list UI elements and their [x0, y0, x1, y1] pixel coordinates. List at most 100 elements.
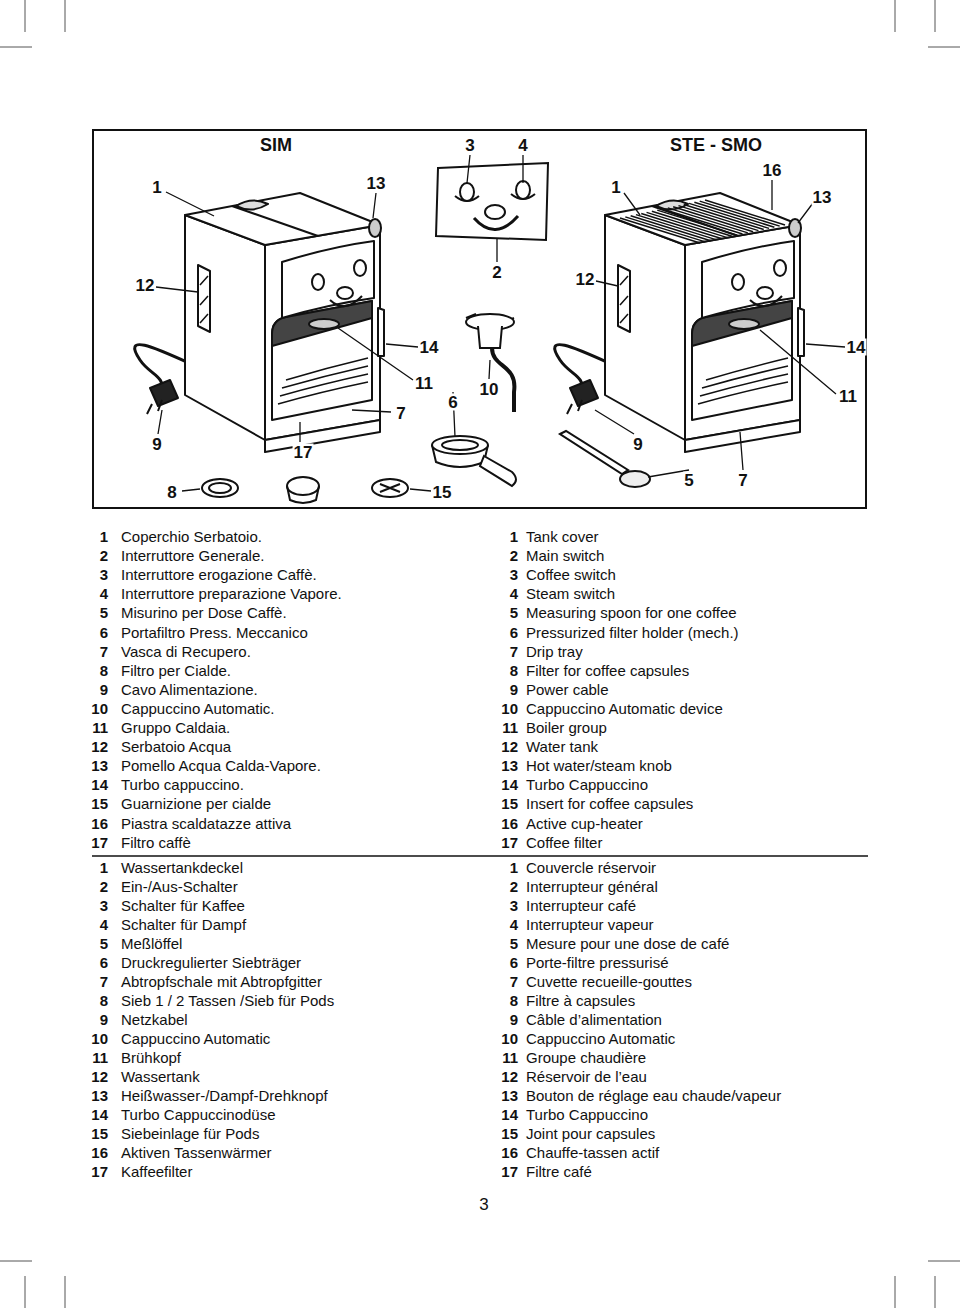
page-number: 3: [479, 1196, 488, 1213]
part-name: Aktiven Tassenwärmer: [121, 1145, 272, 1160]
callout-number: 8: [166, 484, 177, 501]
callout-number: 14: [846, 339, 867, 356]
part-name: Misurino per Dose Caffè.: [121, 605, 287, 620]
part-number: 3: [100, 567, 108, 582]
filters: [202, 477, 408, 503]
part-name: Schalter für Kaffee: [121, 898, 245, 913]
drawing-stroke: [436, 163, 548, 240]
divider-line: [92, 855, 868, 857]
part-name: Serbatoio Acqua: [121, 739, 231, 754]
part-name: Water tank: [526, 739, 598, 754]
drawing-stroke: [455, 196, 479, 201]
part-name: Filtro caffè: [121, 835, 191, 850]
callout-number: 7: [395, 405, 406, 422]
callout-number: 1: [151, 179, 162, 196]
part-number: 15: [501, 1126, 518, 1141]
part-name: Measuring spoon for one coffee: [526, 605, 737, 620]
part-number: 16: [501, 1145, 518, 1160]
part-name: Joint pour capsules: [526, 1126, 655, 1141]
callout-number: 9: [151, 436, 162, 453]
callout-number: 15: [432, 484, 453, 501]
part-number: 5: [510, 605, 518, 620]
callout-number: 17: [293, 444, 314, 461]
leader-lines: [156, 155, 845, 491]
callout-number: 13: [366, 175, 387, 192]
drawing-stroke: [287, 477, 319, 495]
part-name: Coffee switch: [526, 567, 616, 582]
part-number: 12: [501, 739, 518, 754]
part-number: 14: [91, 1107, 108, 1122]
part-name: Meßlöffel: [121, 936, 182, 951]
part-name: Filtro per Cialde.: [121, 663, 231, 678]
part-name: Filtre café: [526, 1164, 592, 1179]
callout-number: 12: [575, 271, 596, 288]
part-name: Heißwasser-/Dampf-Drehknopf: [121, 1088, 328, 1103]
part-number: 16: [91, 816, 108, 831]
part-name: Cappuccino Automatic.: [121, 701, 274, 716]
part-name: Chauffe-tassen actif: [526, 1145, 659, 1160]
part-number: 12: [91, 739, 108, 754]
drawing-stroke: [287, 486, 319, 503]
cup-heater-grill: [620, 200, 785, 243]
drawing-stroke: [474, 216, 518, 230]
drawing-stroke: [620, 471, 650, 487]
part-name: Cappuccino Automatic: [121, 1031, 270, 1046]
part-name: Réservoir de l’eau: [526, 1069, 647, 1084]
part-number: 13: [501, 758, 518, 773]
part-name: Interruttore Generale.: [121, 548, 264, 563]
part-number: 3: [510, 898, 518, 913]
drawing-stroke: [209, 483, 231, 493]
part-number: 16: [501, 816, 518, 831]
part-number: 13: [501, 1088, 518, 1103]
drawing-stroke: [380, 484, 400, 492]
part-name: Piastra scaldatazze attiva: [121, 816, 291, 831]
part-name: Steam switch: [526, 586, 615, 601]
part-number: 10: [501, 701, 518, 716]
part-name: Vasca di Recupero.: [121, 644, 251, 659]
part-name: Coffee filter: [526, 835, 602, 850]
part-name: Interrupteur vapeur: [526, 917, 654, 932]
part-name: Filtre à capsules: [526, 993, 635, 1008]
part-name: Câble d’alimentation: [526, 1012, 662, 1027]
model-heading: SIM: [260, 136, 292, 154]
machine-ste-smo: [555, 193, 804, 452]
drawing-stroke: [156, 155, 845, 491]
part-number: 9: [100, 682, 108, 697]
part-name: Hot water/steam knob: [526, 758, 672, 773]
part-number: 10: [91, 701, 108, 716]
part-name: Porte-filtre pressurisé: [526, 955, 669, 970]
part-number: 15: [91, 796, 108, 811]
part-number: 5: [510, 936, 518, 951]
part-number: 15: [501, 796, 518, 811]
part-name: Cuvette recueille-gouttes: [526, 974, 692, 989]
part-name: Guarnizione per cialde: [121, 796, 271, 811]
callout-number: 6: [447, 394, 458, 411]
part-name: Wassertank: [121, 1069, 200, 1084]
part-number: 11: [502, 1050, 518, 1065]
part-number: 11: [502, 720, 518, 735]
part-number: 13: [91, 758, 108, 773]
part-name: Interrupteur général: [526, 879, 658, 894]
part-number: 9: [100, 1012, 108, 1027]
part-number: 2: [100, 879, 108, 894]
part-number: 5: [100, 936, 108, 951]
callout-number: 14: [419, 339, 440, 356]
callout-number: 11: [414, 375, 434, 392]
drawing-stroke: [480, 456, 516, 486]
part-name: Mesure pour une dose de café: [526, 936, 729, 951]
part-number: 1: [510, 529, 518, 544]
part-number: 4: [510, 917, 518, 932]
drawing-stroke: [432, 436, 488, 454]
part-name: Cavo Alimentazione.: [121, 682, 258, 697]
callout-number: 4: [517, 137, 528, 154]
part-number: 12: [91, 1069, 108, 1084]
part-number: 7: [510, 644, 518, 659]
callout-number: 9: [632, 436, 643, 453]
drawing-stroke: [460, 183, 474, 201]
drawing-stroke: [442, 440, 478, 450]
callout-number: 10: [479, 381, 500, 398]
part-number: 1: [100, 529, 108, 544]
drawing-stroke: [478, 326, 502, 348]
part-number: 7: [510, 974, 518, 989]
part-number: 12: [501, 1069, 518, 1084]
